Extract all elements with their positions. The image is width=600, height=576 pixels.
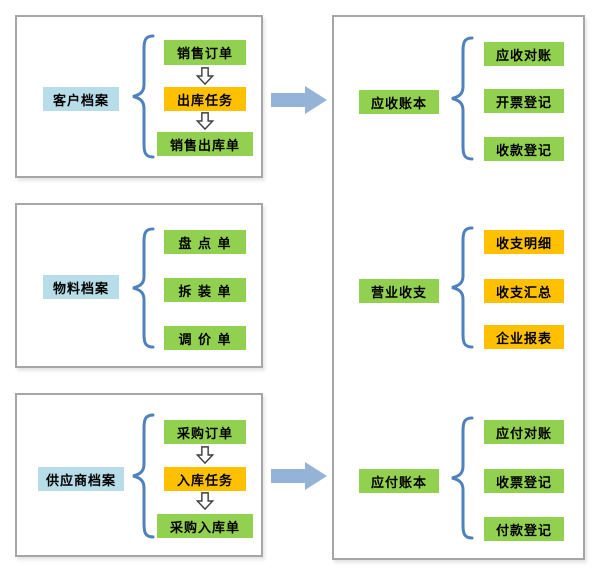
- node-price-adjust-order: 调 价 单: [164, 326, 246, 350]
- brace-icon: [451, 36, 474, 161]
- node-receivable-reconcile: 应收对账: [484, 42, 564, 66]
- brace-icon: [451, 226, 474, 349]
- node-purchase-order: 采购订单: [164, 420, 246, 444]
- down-arrow-icon: [195, 446, 215, 464]
- node-enterprise-report: 企业报表: [484, 325, 564, 349]
- supplier-file-label: 供应商档案: [38, 467, 124, 491]
- node-payable-reconcile: 应付对账: [484, 420, 564, 444]
- node-invoice-receive-register: 收票登记: [484, 469, 564, 493]
- node-payment-register: 付款登记: [484, 517, 564, 541]
- brace-icon: [132, 227, 155, 349]
- down-arrow-icon: [195, 112, 215, 130]
- node-income-expense-detail: 收支明细: [484, 230, 564, 254]
- customer-file-label: 客户档案: [43, 87, 119, 111]
- node-receipt-register: 收款登记: [484, 137, 564, 161]
- flow-arrow-right-icon: [271, 462, 327, 490]
- node-income-expense-summary: 收支汇总: [484, 279, 564, 303]
- down-arrow-icon: [195, 67, 215, 85]
- panel-customer-file: 客户档案 销售订单 出库任务 销售出库单: [15, 15, 263, 178]
- node-stocktake-order: 盘 点 单: [164, 230, 246, 254]
- panel-supplier-file: 供应商档案 采购订单 入库任务 采购入库单: [15, 393, 263, 557]
- node-inbound-task: 入库任务: [164, 467, 246, 491]
- brace-icon: [132, 413, 155, 539]
- node-sales-order: 销售订单: [164, 40, 246, 65]
- brace-icon: [132, 34, 155, 159]
- receivable-ledger-label: 应收账本: [359, 90, 439, 114]
- node-invoice-issue-register: 开票登记: [484, 89, 564, 113]
- node-purchase-inbound-order: 采购入库单: [157, 514, 253, 538]
- payable-ledger-label: 应付账本: [359, 469, 439, 493]
- panel-material-file: 物料档案 盘 点 单 拆 装 单 调 价 单: [15, 203, 263, 368]
- node-sales-outbound-order: 销售出库单: [157, 132, 253, 156]
- business-revenue-label: 营业收支: [359, 279, 439, 303]
- node-assembly-order: 拆 装 单: [164, 278, 246, 302]
- material-file-label: 物料档案: [43, 275, 119, 299]
- down-arrow-icon: [195, 492, 215, 510]
- node-outbound-task: 出库任务: [164, 87, 246, 111]
- flow-arrow-right-icon: [271, 86, 327, 114]
- panel-finance: 应收账本 应收对账 开票登记 收款登记 营业收支 收支明细 收支汇总 企业报表 …: [332, 15, 585, 560]
- brace-icon: [451, 416, 474, 540]
